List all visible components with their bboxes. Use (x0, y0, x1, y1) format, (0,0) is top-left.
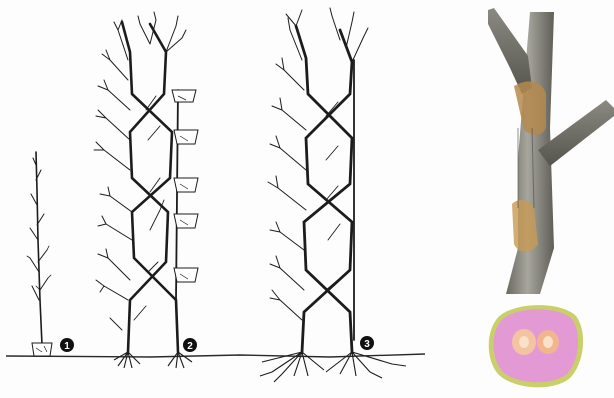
stage-1-label: 1 (64, 341, 70, 352)
branch-graft-photo (488, 8, 614, 294)
branch-graft-image (488, 8, 614, 294)
pith-core-right (543, 336, 553, 348)
cross-section-image (484, 300, 588, 390)
stage-3-trunks (268, 8, 368, 352)
section-wood (493, 309, 578, 382)
pith-core-left (519, 336, 529, 348)
stage-3-badge: 3 (360, 336, 374, 350)
stage-3-label: 3 (364, 339, 370, 350)
stage-2-roots (114, 352, 192, 368)
stage-2-trunks (94, 12, 186, 352)
stage-1-badge: 1 (60, 338, 74, 352)
training-sketch: 1 2 3 (0, 0, 430, 398)
cross-section-photo (484, 300, 588, 390)
training-drawing: 1 2 3 (0, 0, 430, 398)
stage-2-label: 2 (187, 341, 193, 352)
stage-2-badge: 2 (183, 338, 197, 352)
stage-1-pot (32, 343, 52, 356)
stage-1-tree (27, 152, 51, 345)
